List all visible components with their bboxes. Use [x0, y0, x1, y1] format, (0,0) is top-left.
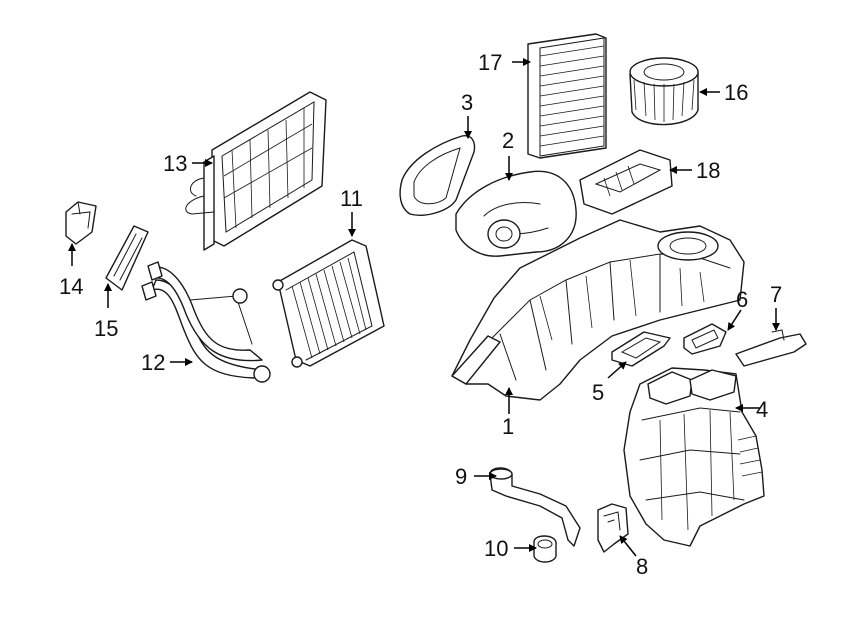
actuator-link — [735, 329, 807, 367]
callout-3: 3 — [461, 90, 473, 115]
heater-core — [272, 239, 385, 368]
drain-bracket — [489, 467, 581, 547]
callout-1: 1 — [502, 414, 514, 439]
mounting-bracket — [579, 149, 673, 215]
case-gasket — [611, 331, 671, 367]
leader-lines — [68, 58, 780, 557]
callout-4: 4 — [756, 397, 768, 422]
small-seal — [683, 323, 727, 355]
callout-5: 5 — [592, 380, 604, 405]
callout-15: 15 — [94, 316, 118, 341]
temperature-sensor — [65, 201, 97, 245]
heater-pipes — [141, 261, 271, 383]
callout-7: 7 — [770, 282, 782, 307]
blower-housing — [455, 170, 577, 257]
callout-9: 9 — [455, 464, 467, 489]
cabin-filter — [527, 33, 607, 159]
callout-16: 16 — [724, 80, 748, 105]
seal-frame — [399, 135, 476, 216]
callout-13: 13 — [163, 151, 187, 176]
evaporator-core — [185, 91, 327, 251]
actuator — [597, 503, 629, 553]
callout-14: 14 — [59, 274, 83, 299]
blower-motor — [629, 57, 699, 126]
callout-11: 11 — [340, 186, 363, 211]
callout-17: 17 — [478, 50, 502, 75]
callout-12: 12 — [141, 350, 165, 375]
seal — [105, 225, 149, 291]
grommet — [533, 535, 557, 563]
hvac-case-lower — [623, 367, 765, 547]
callout-10: 10 — [484, 536, 508, 561]
callout-8: 8 — [636, 554, 648, 579]
callout-18: 18 — [696, 158, 720, 183]
callout-6: 6 — [736, 287, 748, 312]
callout-2: 2 — [502, 128, 514, 153]
callout-labels: 1 2 3 4 5 6 7 8 9 10 11 12 13 14 15 16 1… — [59, 50, 782, 579]
hvac-case-upper — [451, 219, 745, 401]
